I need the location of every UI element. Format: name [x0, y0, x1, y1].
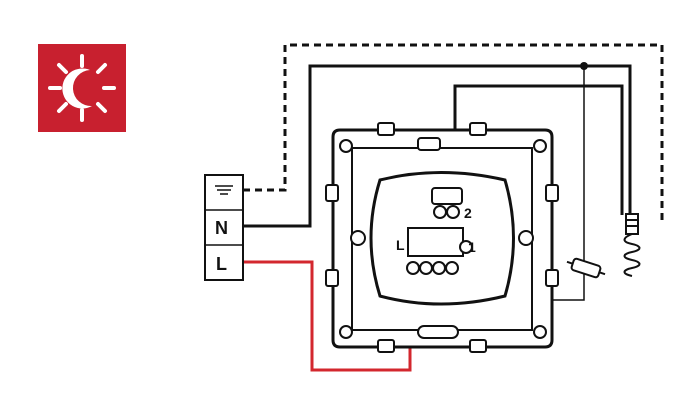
terminal-n-label: N [215, 218, 228, 238]
terminal-label-2: 2 [464, 205, 472, 221]
day-night-icon [38, 44, 126, 132]
terminal-label-1: 1 [468, 239, 476, 255]
lamp-icon [623, 213, 641, 277]
fuse-icon [566, 257, 606, 279]
supply-terminal-block [204, 174, 244, 281]
terminal-l-label: L [216, 254, 227, 274]
terminal-label-l: L [396, 237, 405, 253]
earth-wire [243, 43, 664, 220]
switch-mechanism [325, 122, 559, 353]
earth-symbol-icon [215, 185, 233, 195]
neutral-wire [243, 64, 632, 228]
